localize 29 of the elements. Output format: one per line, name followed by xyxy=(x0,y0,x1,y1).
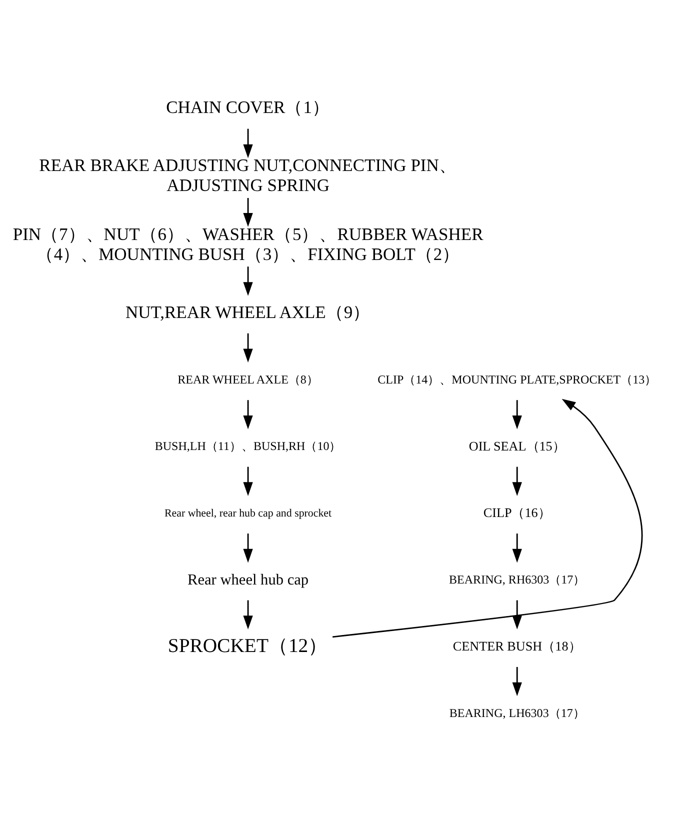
arrow xyxy=(512,466,522,496)
node-text: SPROCKET（12） xyxy=(168,635,328,658)
node-text: BEARING, LH6303（17） xyxy=(449,706,585,720)
arrow xyxy=(512,400,522,430)
node-text: REAR WHEEL AXLE（8） xyxy=(178,372,318,386)
arrow xyxy=(243,400,253,430)
node-text: CENTER BUSH（18） xyxy=(452,638,582,654)
node-text: NUT,REAR WHEEL AXLE（9） xyxy=(125,302,371,322)
arrow xyxy=(243,333,253,363)
arrow xyxy=(243,466,253,496)
node-text: OIL SEAL（15） xyxy=(468,438,566,454)
arrow xyxy=(512,534,522,563)
node-text: REAR BRAKE ADJUSTING NUT,CONNECTING PIN、 ADJUSTING SPRING xyxy=(39,155,457,195)
node-text: BEARING, RH6303（17） xyxy=(449,572,586,587)
node-text: CLIP（14）、MOUNTING PLATE,SPROCKET（13） xyxy=(378,372,657,386)
node-text: CILP（16） xyxy=(483,505,551,520)
node-text: PIN（7）、NUT（6）、WASHER（5）、RUBBER WASHER （4）、MOUNTING BUSH（3）、FIXING BOLT（2） xyxy=(12,224,484,264)
node-text: BUSH,LH（11）、BUSH,RH（10） xyxy=(154,439,342,454)
node-text: CHAIN COVER（1） xyxy=(166,97,330,118)
node-text: Rear wheel, rear hub cap and sprocket xyxy=(164,508,332,520)
arrow xyxy=(243,266,253,296)
arrow xyxy=(243,534,253,563)
arrow xyxy=(243,198,253,227)
node-text: Rear wheel hub cap xyxy=(188,572,309,589)
arrow xyxy=(243,128,253,158)
arrow xyxy=(332,398,643,638)
arrow xyxy=(243,600,253,630)
arrow xyxy=(512,600,522,630)
arrow xyxy=(512,666,522,696)
